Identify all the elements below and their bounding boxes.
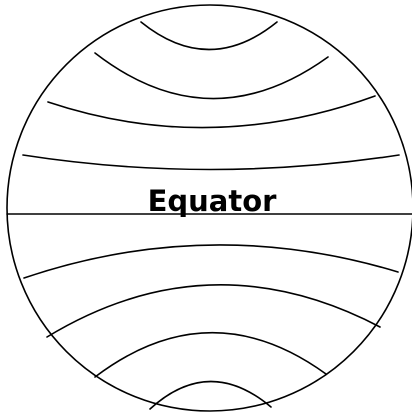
latitude-line-north-4 (23, 155, 399, 170)
latitude-line-south-3 (95, 333, 326, 377)
latitude-line-south-2 (47, 285, 380, 337)
latitude-line-south-1 (24, 245, 398, 278)
latitude-line-north-2 (95, 53, 328, 99)
equator-label: Equator (148, 184, 278, 218)
latitude-line-south-4 (150, 381, 271, 409)
latitude-line-north-1 (141, 22, 277, 50)
latitude-line-north-3 (48, 96, 375, 128)
